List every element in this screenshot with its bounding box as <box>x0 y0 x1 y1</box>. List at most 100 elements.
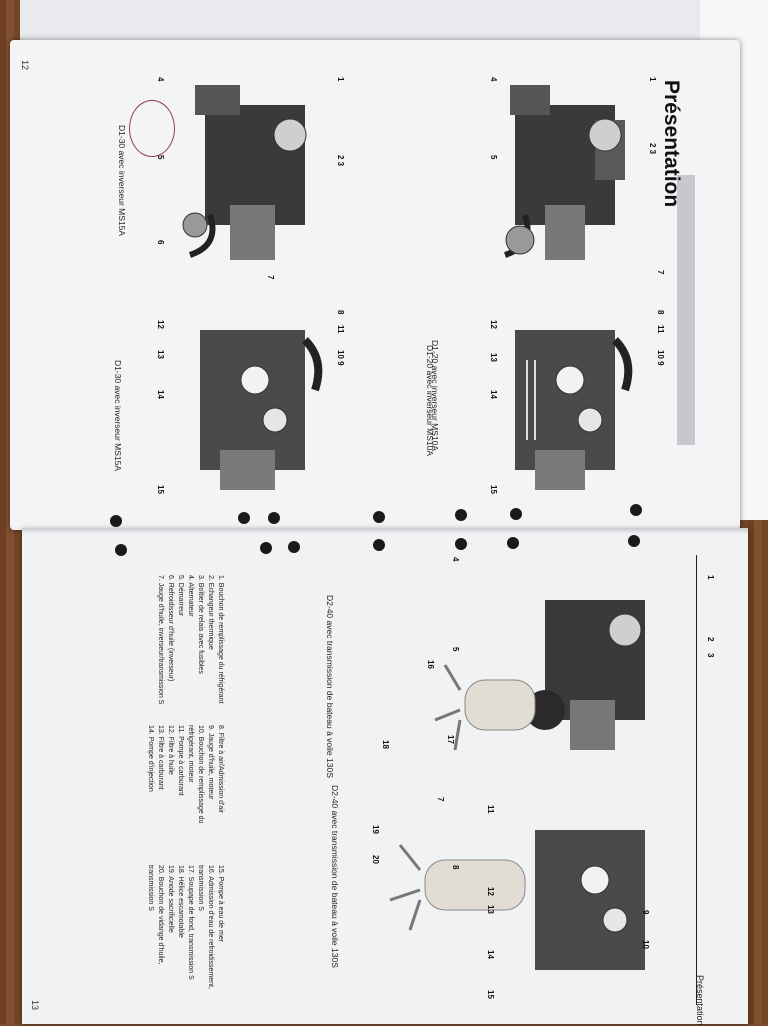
engine-illustration-d2-40-b <box>389 830 645 970</box>
figure-caption: D2-40 avec transmission de bateau à voil… <box>325 595 335 778</box>
legend-item: 7. Jauge d'huile, inverseur/transmission… <box>157 575 164 705</box>
legend-item: 17. Soupape de fond, transmission S <box>187 865 194 980</box>
callout-1: 1 <box>648 77 657 82</box>
legend-item: 5. Démarreur <box>177 575 184 617</box>
legend-item: 9. Jauge d'huile, moteur <box>207 725 214 800</box>
figure-caption: D1-30 avec inverseur MS15A <box>117 125 127 237</box>
callout-13: 13 <box>489 353 498 362</box>
legend-item: 12. Filtre à huile <box>167 725 174 775</box>
callout-4: 4 <box>451 557 460 562</box>
callout-7: 7 <box>266 275 275 280</box>
callout-8: 8 <box>656 310 665 315</box>
callout-4: 4 <box>489 77 498 82</box>
callout-10-9: 10 9 <box>656 350 665 366</box>
legend-item: 10. Bouchon de remplissage du <box>197 725 204 824</box>
callout-7: 7 <box>436 797 445 802</box>
callout-17: 17 <box>446 735 455 744</box>
binder-hole <box>115 544 127 556</box>
binder-hole <box>288 541 300 553</box>
engine-illustration-d1-30-b <box>200 330 323 490</box>
legend-item: 19. Anode sacrificielle <box>167 865 174 933</box>
callout-12: 12 <box>486 887 495 896</box>
callout-3: 3 <box>706 653 715 658</box>
figure-caption: D1-30 avec inverseur MS15A <box>113 360 123 472</box>
callout-16: 16 <box>426 660 435 669</box>
callout-8: 8 <box>336 310 345 315</box>
callout-1: 1 <box>336 77 345 82</box>
callout-11: 11 <box>336 325 345 334</box>
callout-11: 11 <box>656 325 665 334</box>
legend-item: 18. Hélice escamotable <box>177 865 184 938</box>
engine-illustration-d2-40-a <box>434 600 645 751</box>
running-header: Présentation <box>695 975 705 1026</box>
right-page-content: Présentation 1 2 3 4 5 16 17 18 D2-40 av… <box>25 535 745 1026</box>
callout-7: 7 <box>656 270 665 275</box>
binder-hole <box>260 542 272 554</box>
legend-item: réfrigérant, moteur <box>187 725 194 783</box>
callout-2-3: 2 3 <box>336 155 345 167</box>
callout-2-3: 2 3 <box>648 143 657 155</box>
binder-hole <box>268 512 280 524</box>
legend-item: 2. Echangeur thermique <box>207 575 214 650</box>
callout-8: 8 <box>451 865 460 870</box>
callout-19: 19 <box>371 825 380 834</box>
callout-5: 5 <box>489 155 498 160</box>
binder-hole <box>238 512 250 524</box>
callout-10: 10 <box>641 940 650 949</box>
callout-5: 5 <box>451 647 460 652</box>
binder-hole <box>510 508 522 520</box>
callout-10-9: 10 9 <box>336 350 345 366</box>
callout-15: 15 <box>489 485 498 494</box>
legend-item: 11. Pompe à carburant <box>177 725 184 796</box>
legend-item: 4. Alternateur <box>187 575 194 617</box>
callout-12: 12 <box>489 320 498 329</box>
callout-14: 14 <box>156 390 165 399</box>
callout-9: 9 <box>641 910 650 915</box>
legend-column-2: 8. Filtre à air/Admission d'air 9. Jauge… <box>145 725 225 823</box>
callout-12: 12 <box>156 320 165 329</box>
legend-item: 15. Pompe à eau de mer <box>217 865 224 943</box>
binder-hole <box>630 504 642 516</box>
header-rule <box>696 555 697 1005</box>
engine-illustration-d1-30-a <box>182 85 307 260</box>
callout-6: 6 <box>156 240 165 245</box>
binder-spine <box>22 528 748 534</box>
callout-15: 15 <box>156 485 165 494</box>
figure-caption: D1-20 avec inverseur MS10A <box>425 345 435 457</box>
legend-item: 14. Pompe d'injection <box>147 725 154 792</box>
legend-item: 16. Admission d'eau de refroidissement, <box>207 865 214 989</box>
page-title: Présentation <box>660 80 683 208</box>
legend-item: 20. Bouchon de vidange d'huile, <box>157 865 164 965</box>
callout-20: 20 <box>371 855 380 864</box>
binder-hole <box>628 535 640 547</box>
handwritten-circle-mark <box>129 100 175 157</box>
binder-hole <box>373 511 385 523</box>
callout-13: 13 <box>156 350 165 359</box>
engine-illustration-d1-20-b <box>515 330 633 490</box>
binder-hole <box>507 537 519 549</box>
callout-2: 2 <box>706 637 715 642</box>
callout-14: 14 <box>486 950 495 959</box>
callout-4: 4 <box>156 77 165 82</box>
left-page-content: Présentation 1 4 2 3 5 7 D1-20 avec inve… <box>15 45 735 525</box>
binder-hole <box>455 538 467 550</box>
legend-item: 8. Filtre à air/Admission d'air <box>217 725 224 814</box>
callout-13: 13 <box>486 905 495 914</box>
callout-15: 15 <box>486 990 495 999</box>
legend-item: 6. Refroidisseur d'huile (inverseur) <box>167 575 174 682</box>
title-bar <box>677 175 695 445</box>
legend-item: transmission S <box>147 865 154 911</box>
callout-1: 1 <box>706 575 715 580</box>
engine-illustration-d1-20-a <box>503 85 625 260</box>
page-number: 13 <box>30 1000 40 1011</box>
legend-column-1: 1. Bouchon de remplissage du réfrigérant… <box>155 575 225 704</box>
legend-item: transmission S <box>197 865 204 911</box>
figure-caption: D2-40 avec transmission de bateau à voil… <box>330 785 340 968</box>
binder-hole <box>455 509 467 521</box>
callout-18: 18 <box>381 740 390 749</box>
legend-item: 13. Filtre à carburant <box>157 725 164 790</box>
legend-item: 3. Boîtier de relais avec fusibles <box>197 575 204 674</box>
binder-hole <box>373 539 385 551</box>
callout-14: 14 <box>489 390 498 399</box>
page-number: 12 <box>20 60 30 71</box>
